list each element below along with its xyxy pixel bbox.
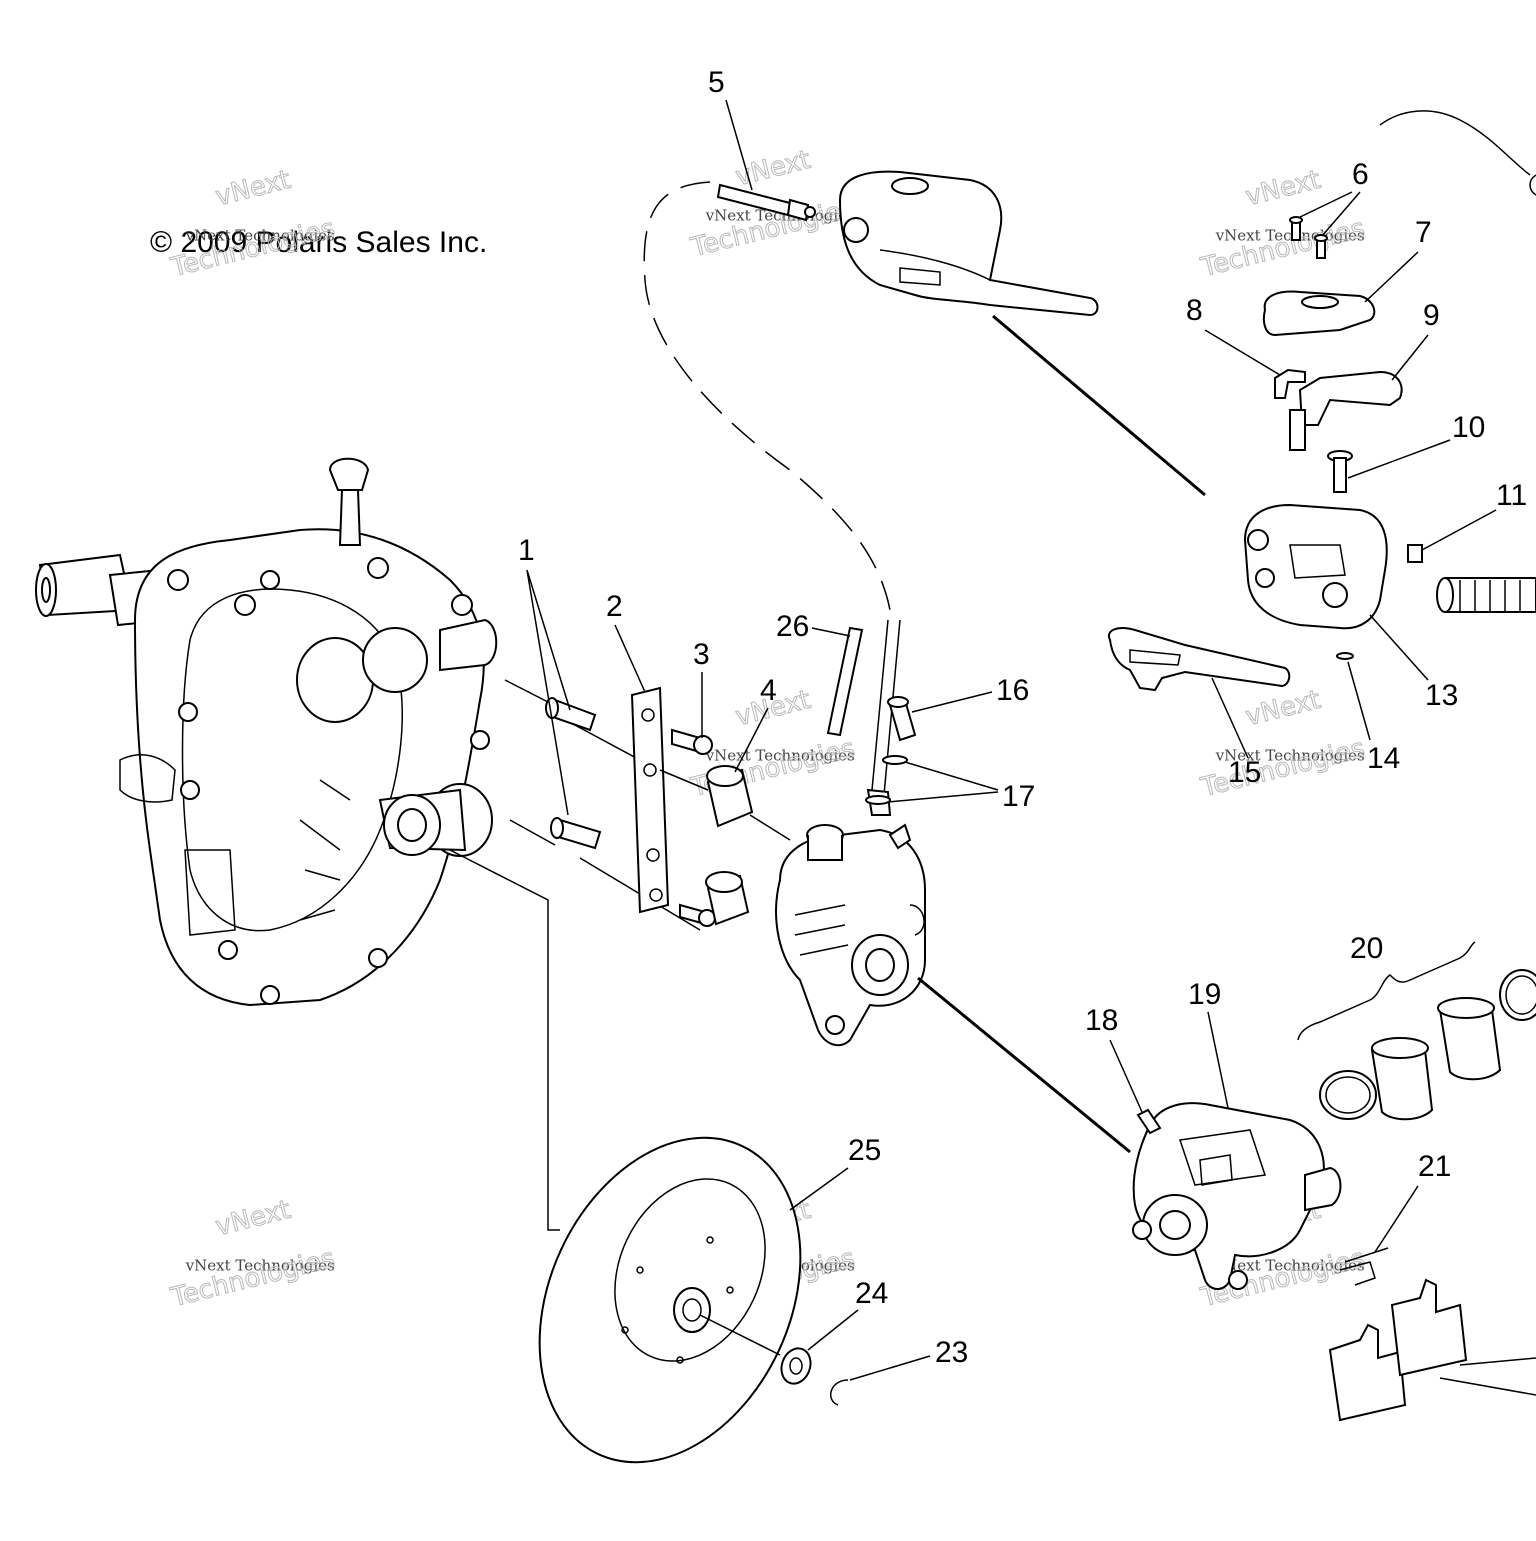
transmission-assembly	[35, 457, 498, 1007]
watermark-line3: Technologies	[1197, 214, 1367, 284]
callout-15: 15	[1228, 756, 1261, 789]
callout-23: 23	[935, 1336, 968, 1369]
part-9-lever	[1289, 370, 1403, 451]
watermark-line2: vNext Technologies	[705, 206, 855, 224]
grip	[1436, 577, 1536, 613]
rear-caliper	[775, 823, 926, 1047]
part-8-clip	[1274, 368, 1306, 399]
watermark-line2: vNext Technologies	[185, 226, 335, 244]
callout-21: 21	[1418, 1150, 1451, 1183]
part-21-clip	[1339, 1247, 1389, 1286]
callout-16: 16	[996, 674, 1029, 707]
callout-10: 10	[1452, 411, 1485, 444]
callout-24: 24	[855, 1277, 888, 1310]
copyright-text: © 2009 Polaris Sales Inc.	[150, 226, 487, 259]
callout-3: 3	[693, 638, 710, 671]
callout-11: 11	[1496, 479, 1527, 512]
watermark-line3: Technologies	[167, 214, 337, 284]
watermark-line1: vNext	[213, 165, 294, 212]
callout-14: 14	[1367, 742, 1400, 775]
front-caliper	[1132, 1102, 1342, 1290]
brake-pads	[1328, 1278, 1536, 1422]
callout-25: 25	[848, 1134, 881, 1167]
part-4-bushings	[705, 765, 754, 926]
callout-17: 17	[1002, 780, 1035, 813]
part-16-banjo-bolt	[887, 696, 917, 742]
watermark-line1: vNext	[1243, 685, 1324, 732]
callout-5: 5	[708, 66, 725, 99]
watermark-line2: vNext Technologies	[1215, 746, 1365, 764]
part-2-bracket	[630, 686, 670, 914]
watermark-line1: vNext	[733, 145, 814, 192]
callout-1: 1	[518, 534, 535, 567]
watermark-line2: vNext Technologies	[185, 1256, 335, 1274]
watermark-line2: vNext Technologies	[1215, 1256, 1365, 1274]
callout-4: 4	[760, 674, 777, 707]
callout-7: 7	[1415, 216, 1432, 249]
part-26-hose	[826, 626, 864, 737]
callout-26: 26	[776, 610, 809, 643]
part-10-pin	[1327, 450, 1353, 493]
watermark-line2: vNext Technologies	[705, 746, 855, 764]
part-3-screws	[671, 728, 716, 927]
callout-6: 6	[1352, 158, 1369, 191]
part-14-washer	[1336, 652, 1354, 660]
callout-20: 20	[1350, 932, 1383, 965]
part-24-washer	[780, 1347, 812, 1385]
callout-19: 19	[1188, 978, 1221, 1011]
part-11-switch	[1407, 544, 1423, 563]
part-5-fitting	[716, 183, 816, 222]
part-1-bolts	[545, 697, 602, 850]
callout-9: 9	[1423, 299, 1440, 332]
part-17-washers	[865, 755, 908, 805]
part-25-rotor	[538, 1136, 802, 1464]
watermark-line3: Technologies	[167, 1244, 337, 1314]
master-cylinder-upper	[838, 170, 1099, 317]
part-6-screws	[1289, 216, 1328, 259]
part-23-snap-ring	[829, 1379, 849, 1406]
watermark-line1: vNext	[1243, 165, 1324, 212]
callouts: 1 2 3 4 5 6 7 8 9 10 11 13 14	[518, 66, 1527, 1381]
watermark-line3: Technologies	[1197, 734, 1367, 804]
part-15-brake-lever	[1107, 627, 1291, 692]
callout-2: 2	[606, 590, 623, 623]
callout-13: 13	[1425, 679, 1458, 712]
watermark-line1: vNext	[213, 1195, 294, 1242]
callout-18: 18	[1085, 1004, 1118, 1037]
part-7-cap	[1262, 290, 1376, 337]
part-18-bleeder	[1136, 1108, 1162, 1135]
master-cylinder-right	[1243, 503, 1388, 630]
part-20-pistons	[1297, 941, 1536, 1121]
callout-8: 8	[1186, 294, 1203, 327]
